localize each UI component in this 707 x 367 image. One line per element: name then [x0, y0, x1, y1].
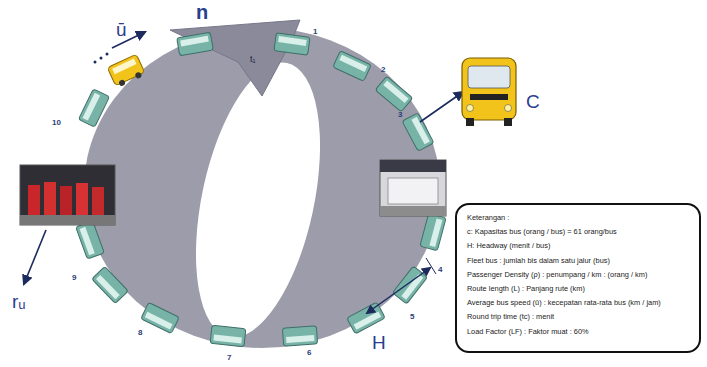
callout-number: 1 — [313, 28, 317, 36]
bus-icon — [282, 326, 317, 346]
bus-icon — [392, 266, 427, 304]
motion-dot — [100, 57, 103, 60]
ring-hole — [174, 51, 342, 348]
arrival-arrow — [24, 230, 46, 284]
bus-stop-roof — [380, 160, 446, 172]
capacity-symbol: C — [526, 92, 540, 111]
bus-light — [505, 105, 512, 112]
legend-line: Load Factor (LF) : Faktor muat : 60% — [467, 325, 689, 339]
callout-number: 6 — [307, 349, 311, 357]
passengers-photo — [20, 165, 115, 225]
bus-windows — [112, 59, 136, 75]
pointer-wedge — [170, 20, 300, 96]
passenger-figure — [92, 187, 104, 215]
direction-symbol: n — [196, 2, 208, 22]
bus-icon — [141, 302, 179, 333]
passenger-figure — [60, 186, 72, 215]
bus-light — [467, 105, 474, 112]
passenger-figure — [76, 183, 88, 215]
headway-arrow — [367, 268, 430, 313]
legend-line: Route length (L) : Panjang rute (km) — [467, 282, 689, 296]
motion-dot — [106, 53, 109, 56]
legend-line: c: Kapasitas bus (orang / bus) = 61 oran… — [467, 225, 689, 239]
bus-icon — [333, 51, 371, 82]
callout-number: 8 — [138, 329, 142, 337]
legend-heading: Keterangan : — [467, 211, 689, 225]
bus-icon — [92, 267, 129, 304]
moving-bus — [107, 54, 146, 88]
bus-windshield — [468, 66, 510, 88]
callout-number: 9 — [72, 274, 76, 282]
legend-line: Round trip time (tc) : menit — [467, 310, 689, 324]
callout-number: 5 — [410, 313, 414, 321]
bus-icon — [402, 113, 434, 151]
legend-box: Keterangan :c: Kapasitas bus (orang / bu… — [455, 203, 701, 353]
bus-icon — [347, 302, 385, 334]
capacity-arrow — [420, 92, 463, 122]
bus-wheel — [134, 71, 142, 79]
bus-stop-ground — [380, 206, 446, 216]
speed-symbol: ū — [116, 20, 127, 39]
bus-icon — [210, 325, 246, 346]
headway-tick — [426, 258, 436, 274]
bus-stop-shelter — [388, 178, 438, 204]
bus-front — [462, 58, 516, 120]
callout-number: 7 — [227, 354, 231, 362]
bus-icon — [375, 76, 413, 112]
bus-icon — [78, 89, 109, 127]
motion-dot — [94, 61, 97, 64]
bus-wheel — [118, 79, 126, 87]
legend-line: Average bus speed (ū) : kecepatan rata-r… — [467, 296, 689, 310]
passenger-figure — [28, 185, 40, 215]
legend-line: Fleet bus : jumlah bis dalam satu jalur … — [467, 254, 689, 268]
bus-wheel — [466, 118, 474, 126]
callout-number: 4 — [438, 266, 442, 274]
bus-body — [107, 54, 144, 86]
bus-stop-photo — [380, 160, 446, 216]
bus-grille — [470, 94, 508, 100]
bus-icon — [420, 213, 446, 251]
bus-icon — [177, 32, 214, 56]
bus-wheel — [504, 118, 512, 126]
photo-ground — [20, 215, 115, 225]
headway-symbol: H — [372, 333, 386, 352]
callout-number: 2 — [381, 66, 385, 74]
time-symbol: t₁ — [250, 55, 256, 64]
legend-line: Passenger Density (ρ) : penumpang / km :… — [467, 268, 689, 282]
bus-icon — [76, 221, 105, 259]
passenger-figure — [44, 182, 56, 215]
callout-number: 10 — [52, 119, 61, 127]
bus-icon — [274, 33, 310, 56]
school-bus — [462, 58, 516, 126]
arrival-symbol: rᵤ — [12, 292, 26, 311]
legend-line: H: Headway (menit / bus) — [467, 239, 689, 253]
callout-number: 3 — [398, 111, 402, 119]
